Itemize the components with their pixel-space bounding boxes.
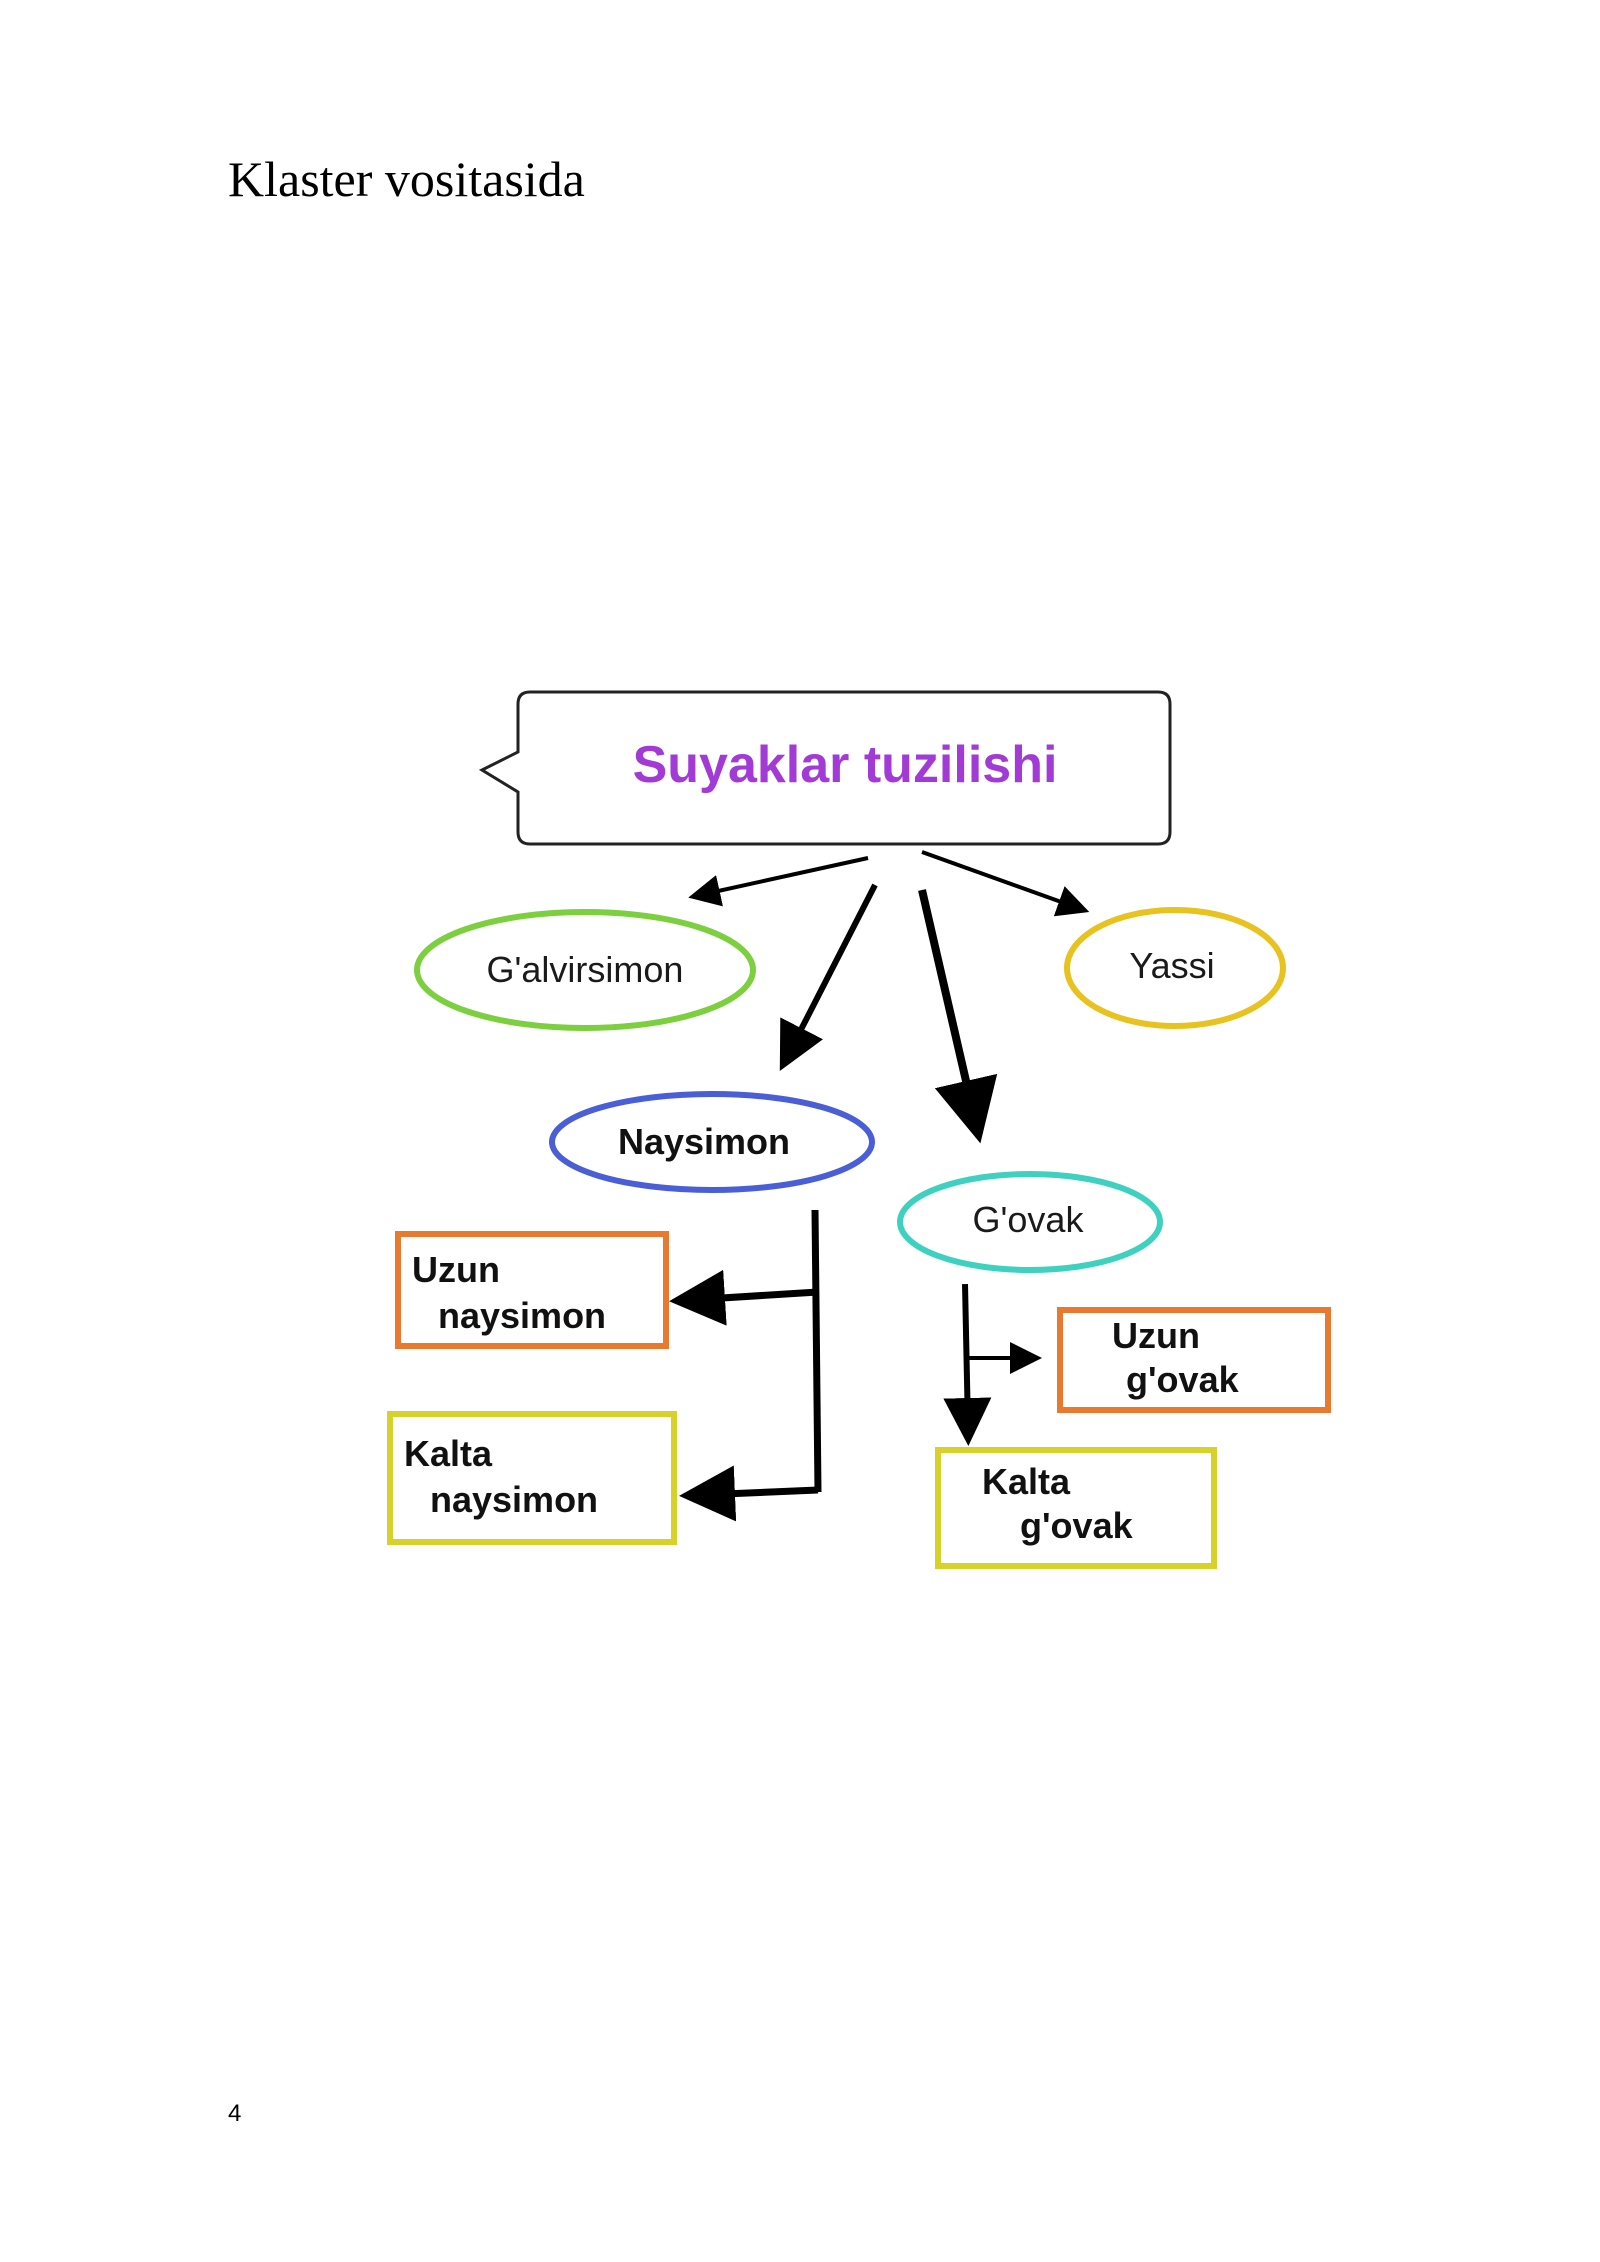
node-yassi: Yassi bbox=[1064, 907, 1286, 1029]
naysimon-label: Naysimon bbox=[618, 1121, 790, 1162]
uzun-govak-line1: Uzun bbox=[1112, 1315, 1200, 1356]
kalta-govak-line1: Kalta bbox=[982, 1461, 1071, 1502]
node-kalta-govak: Kalta g'ovak bbox=[935, 1447, 1217, 1569]
root-label: Suyaklar tuzilishi bbox=[633, 736, 1058, 794]
arrow-to-kalta-govak bbox=[943, 1283, 992, 1446]
root-node: Suyaklar tuzilishi bbox=[478, 690, 1172, 846]
node-naysimon: Naysimon bbox=[549, 1091, 875, 1193]
arrow-to-yassi bbox=[921, 850, 1090, 917]
node-govak: G'ovak bbox=[897, 1171, 1163, 1273]
arrow-to-uzun-naysimon bbox=[669, 1269, 819, 1326]
uzun-govak-line2: g'ovak bbox=[1126, 1359, 1240, 1400]
arrow-to-galvirsimon bbox=[688, 856, 869, 907]
node-kalta-naysimon: Kalta naysimon bbox=[387, 1411, 677, 1545]
page-number: 4 bbox=[228, 2100, 242, 2127]
kalta-naysimon-line2: naysimon bbox=[430, 1479, 598, 1520]
arrow-to-govak bbox=[918, 889, 998, 1144]
node-uzun-naysimon: Uzun naysimon bbox=[395, 1231, 669, 1349]
arrow-to-kalta-naysimon bbox=[679, 1465, 819, 1522]
root-arrows bbox=[688, 850, 1090, 1144]
kalta-govak-line2: g'ovak bbox=[1020, 1505, 1134, 1546]
page-heading: Klaster vositasida bbox=[228, 151, 585, 207]
yassi-label: Yassi bbox=[1129, 945, 1214, 986]
galvirsimon-label: G'alvirsimon bbox=[487, 949, 684, 990]
node-galvirsimon: G'alvirsimon bbox=[414, 909, 756, 1031]
uzun-naysimon-line1: Uzun bbox=[412, 1249, 500, 1290]
govak-label: G'ovak bbox=[973, 1199, 1085, 1240]
arrow-to-naysimon bbox=[779, 883, 878, 1072]
node-uzun-govak: Uzun g'ovak bbox=[1057, 1307, 1331, 1413]
uzun-naysimon-line2: naysimon bbox=[438, 1295, 606, 1336]
govak-branch bbox=[943, 1283, 1042, 1446]
kalta-naysimon-line1: Kalta bbox=[404, 1433, 493, 1474]
naysimon-branch bbox=[669, 1209, 822, 1522]
